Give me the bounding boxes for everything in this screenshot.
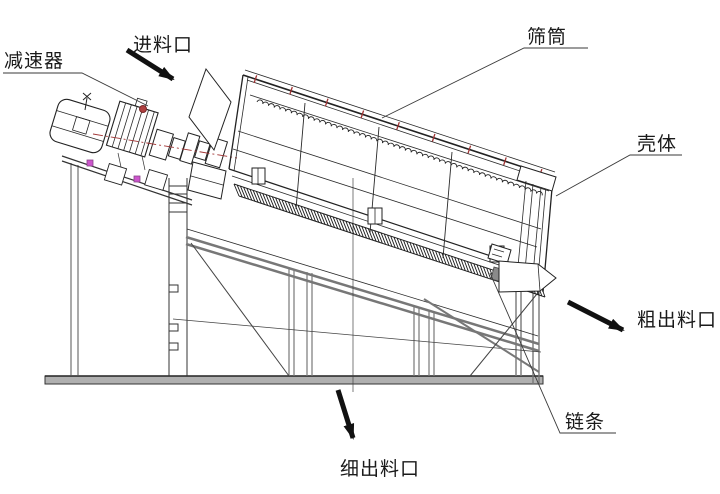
chain-leader-line bbox=[489, 272, 616, 434]
red-ticks bbox=[253, 75, 543, 177]
motor-body bbox=[49, 98, 111, 154]
motor-bed bbox=[61, 155, 193, 206]
end-cap bbox=[487, 165, 557, 286]
bearing-pedestals bbox=[103, 162, 169, 191]
bed-marker-1 bbox=[86, 159, 94, 167]
coarse-outlet-arrow bbox=[566, 299, 625, 333]
callouts: 减速器 进料口 筛筒 壳体 粗出料口 链条 细出料口 bbox=[3, 26, 717, 480]
shell-leader-line bbox=[555, 154, 682, 197]
drum-spiral-texture bbox=[256, 99, 543, 196]
shaft-couplings bbox=[148, 128, 229, 169]
central-post bbox=[168, 178, 188, 376]
eye-bolt-icon bbox=[82, 92, 92, 111]
motor-reducer-assembly bbox=[49, 92, 238, 206]
left-post bbox=[70, 163, 79, 376]
cradle-beams bbox=[185, 228, 540, 353]
feed-inlet-arrow bbox=[125, 47, 175, 82]
red-bolt-icon bbox=[139, 105, 147, 113]
feed-inlet-label: 进料口 bbox=[133, 34, 193, 56]
chain-band bbox=[233, 183, 546, 298]
mid-posts bbox=[288, 268, 435, 376]
inner-drum-lines bbox=[232, 94, 550, 248]
reducer-label: 减速器 bbox=[4, 50, 64, 72]
shaft-centerline bbox=[92, 133, 238, 159]
fine-outlet-label: 细出料口 bbox=[340, 458, 420, 480]
reducer-leader-line bbox=[3, 72, 149, 107]
chain-label: 链条 bbox=[565, 411, 605, 433]
coarse-outlet-label: 粗出料口 bbox=[637, 309, 717, 331]
braces bbox=[172, 242, 542, 377]
screen-drum-label: 筛筒 bbox=[527, 26, 567, 48]
gearbox-feet bbox=[117, 152, 146, 171]
drum-assembly bbox=[188, 67, 557, 298]
support-frame bbox=[44, 163, 544, 392]
screen-drum-leader-line bbox=[381, 47, 588, 119]
shell-label: 壳体 bbox=[637, 133, 677, 155]
feed-chute-plate bbox=[188, 67, 232, 152]
bed-marker-2 bbox=[133, 175, 141, 183]
gearbox bbox=[105, 97, 159, 158]
base-rail bbox=[44, 375, 544, 385]
fine-outlet-arrow bbox=[335, 389, 356, 440]
drive-housing bbox=[187, 161, 227, 200]
coarse-discharge-chute bbox=[498, 260, 557, 293]
